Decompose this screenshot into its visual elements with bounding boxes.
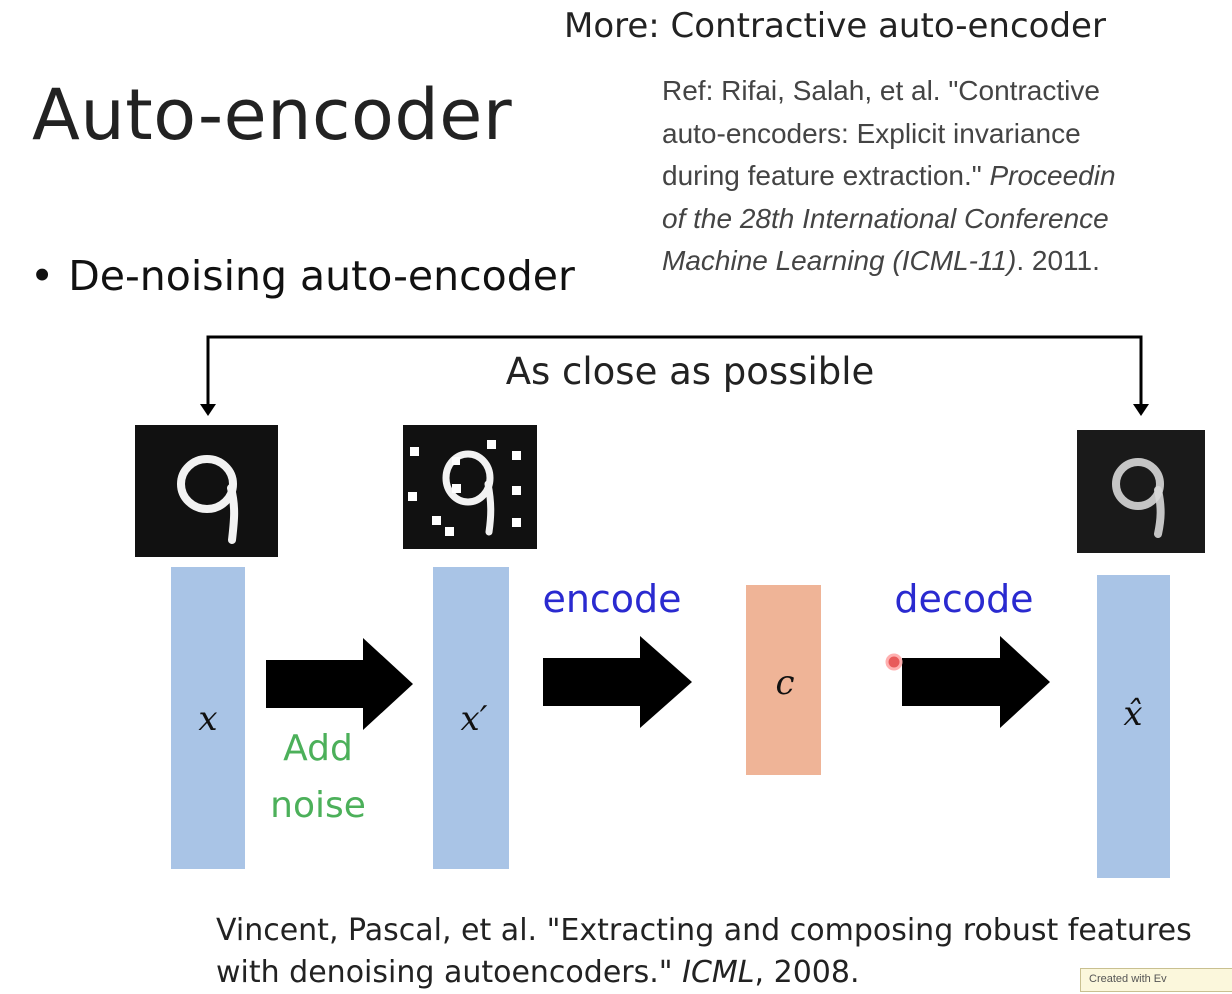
watermark: Created with Ev (1080, 968, 1232, 992)
x-label: x (198, 699, 217, 739)
decode-label: decode (894, 577, 1033, 621)
add-noise-label-line1: Add (283, 728, 353, 769)
encode-arrow-icon (543, 636, 692, 728)
x-hat-label: x̂ (1123, 694, 1142, 734)
add-noise-label-line2: noise (270, 785, 366, 826)
laser-pointer-icon (887, 655, 901, 669)
digit-image-original (135, 425, 278, 557)
encode-label: encode (542, 577, 681, 621)
top-label: As close as possible (506, 350, 875, 393)
citation-year: , 2008. (755, 955, 860, 990)
citation-venue: ICML (682, 955, 754, 990)
digit-image-noisy (403, 425, 537, 549)
citation-line-1: Vincent, Pascal, et al. "Extracting and … (216, 910, 1192, 952)
decode-arrow-icon (902, 636, 1050, 728)
feedback-arrow-left-icon (200, 404, 216, 416)
x-prime-label: x′ (461, 699, 488, 739)
citation-line-2: with denoising autoencoders." ICML, 2008… (216, 952, 1192, 994)
c-label: c (775, 663, 794, 703)
digit-image-reconstructed (1077, 430, 1205, 553)
citation-line-2-prefix: with denoising autoencoders." (216, 955, 682, 990)
citation: Vincent, Pascal, et al. "Extracting and … (216, 910, 1192, 994)
add-noise-arrow-icon (266, 638, 413, 730)
feedback-arrow-right-icon (1133, 404, 1149, 416)
